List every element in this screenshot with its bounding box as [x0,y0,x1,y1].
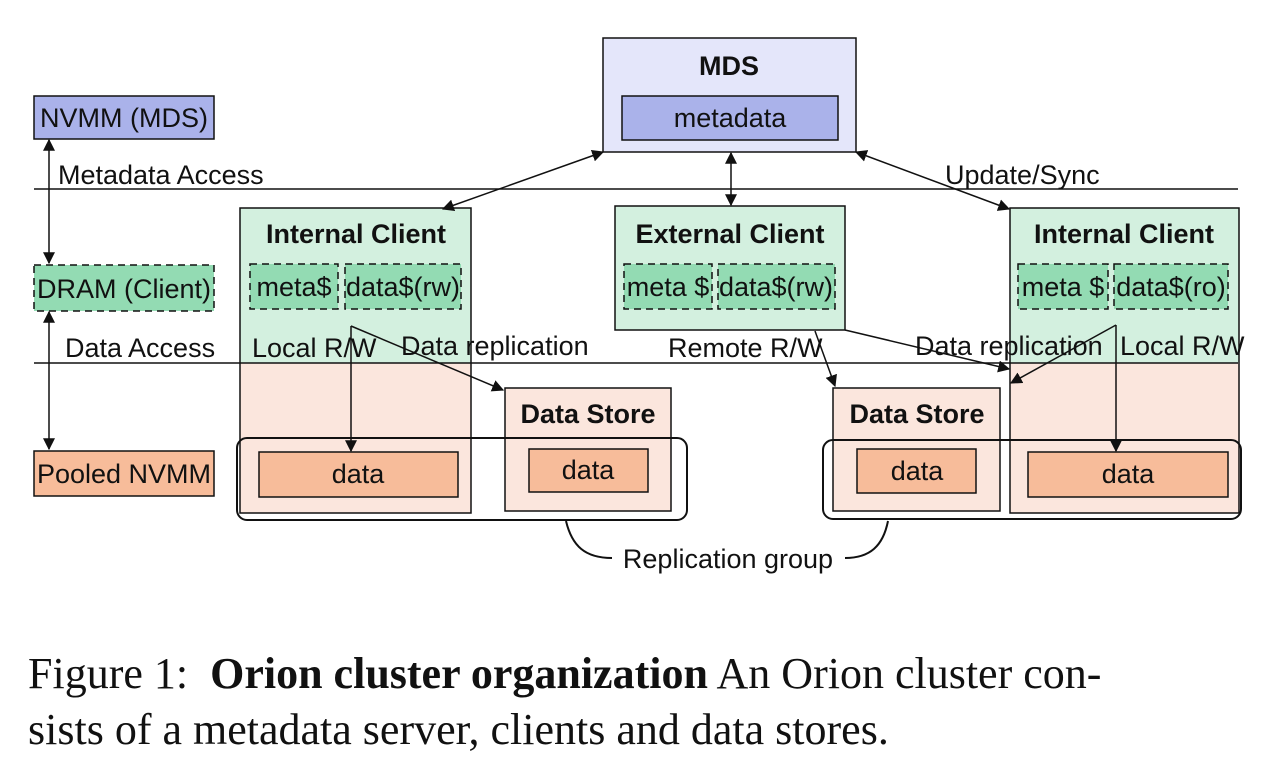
left-data-cache-box [344,263,462,310]
left-meta-cache-label: meta$ [256,272,331,302]
data-store-left-title: Data Store [520,399,655,429]
tier-pooled-nvmm-label: Pooled NVMM [37,459,211,489]
right-client-data-box [1027,451,1229,498]
update-sync-label: Update/Sync [945,160,1100,190]
right-store-data-box [856,448,977,494]
replication-group-left-outline [236,437,688,521]
mds-title: MDS [699,51,759,81]
left-local-rw-label: Local R/W [252,333,377,363]
left-client-data-label: data [332,459,386,489]
mds-right-client-arrow [854,150,1011,211]
left-data-replication-label: Data replication [401,331,589,361]
right-client-data-label: data [1102,459,1156,489]
metadata-access-label: Metadata Access [58,160,264,190]
right-data-replication-label: Data replication [915,331,1103,361]
external-meta-cache-label: meta $ [627,272,710,302]
caption-line-1: Figure 1: Orion cluster organization An … [28,646,1243,702]
left-meta-cache-box [249,263,339,310]
replication-group-label: Replication group [623,544,833,574]
data-store-left-data-label: data [562,455,616,485]
external-client-title: External Client [635,219,824,249]
caption-line-2: sists of a metadata server, clients and … [28,705,889,754]
data-store-right-data-label: data [891,456,945,486]
orion-cluster-diagram: NVMM (MDS) DRAM (Client) Pooled NVMM Met… [33,37,1245,574]
dram-client-tier-box [33,264,215,312]
mds-metadata-box [621,95,839,141]
remote-rw-arrow [814,330,837,388]
tier-nvmm-mds-label: NVMM (MDS) [40,103,208,133]
left-client-data-box [258,451,459,498]
right-data-cache-label: data$(ro) [1116,272,1226,302]
replication-group-right-outline [822,439,1242,520]
caption-line1-rest: An Orion cluster con- [716,649,1102,698]
right-meta-cache-box [1017,263,1109,310]
external-data-cache-label: data$(rw) [719,272,833,302]
left-store-data-box [528,448,649,493]
data-access-label: Data Access [65,333,215,363]
right-data-cache-box [1113,263,1229,310]
internal-client-left-title: Internal Client [266,219,446,249]
left-data-cache-label: data$(rw) [346,272,460,302]
tier-dram-client-label: DRAM (Client) [37,274,211,304]
left-data-replication-arrow [350,325,505,392]
external-to-right-client-arrow [844,329,1011,373]
internal-client-left-box [239,207,472,514]
right-data-replication-arrow [1009,324,1117,384]
right-local-rw-label: Local R/W [1120,331,1245,361]
remote-rw-label: Remote R/W [668,333,823,363]
replication-group-brace [565,520,889,559]
figure-caption: Figure 1: Orion cluster organization An … [28,646,1243,758]
mds-left-client-arrow [441,149,605,212]
mds-metadata-label: metadata [674,103,788,133]
caption-bold-title: Orion cluster organization [210,649,708,698]
external-meta-cache-box [623,263,713,310]
nvmm-mds-tier-box [33,95,215,140]
right-meta-cache-label: meta $ [1022,272,1105,302]
caption-prefix: Figure 1: [28,649,189,698]
data-store-right-title: Data Store [849,399,984,429]
pooled-nvmm-tier-box [33,450,215,497]
external-data-cache-box [717,263,836,310]
internal-client-right-title: Internal Client [1034,219,1214,249]
internal-client-right-box [1009,207,1240,514]
